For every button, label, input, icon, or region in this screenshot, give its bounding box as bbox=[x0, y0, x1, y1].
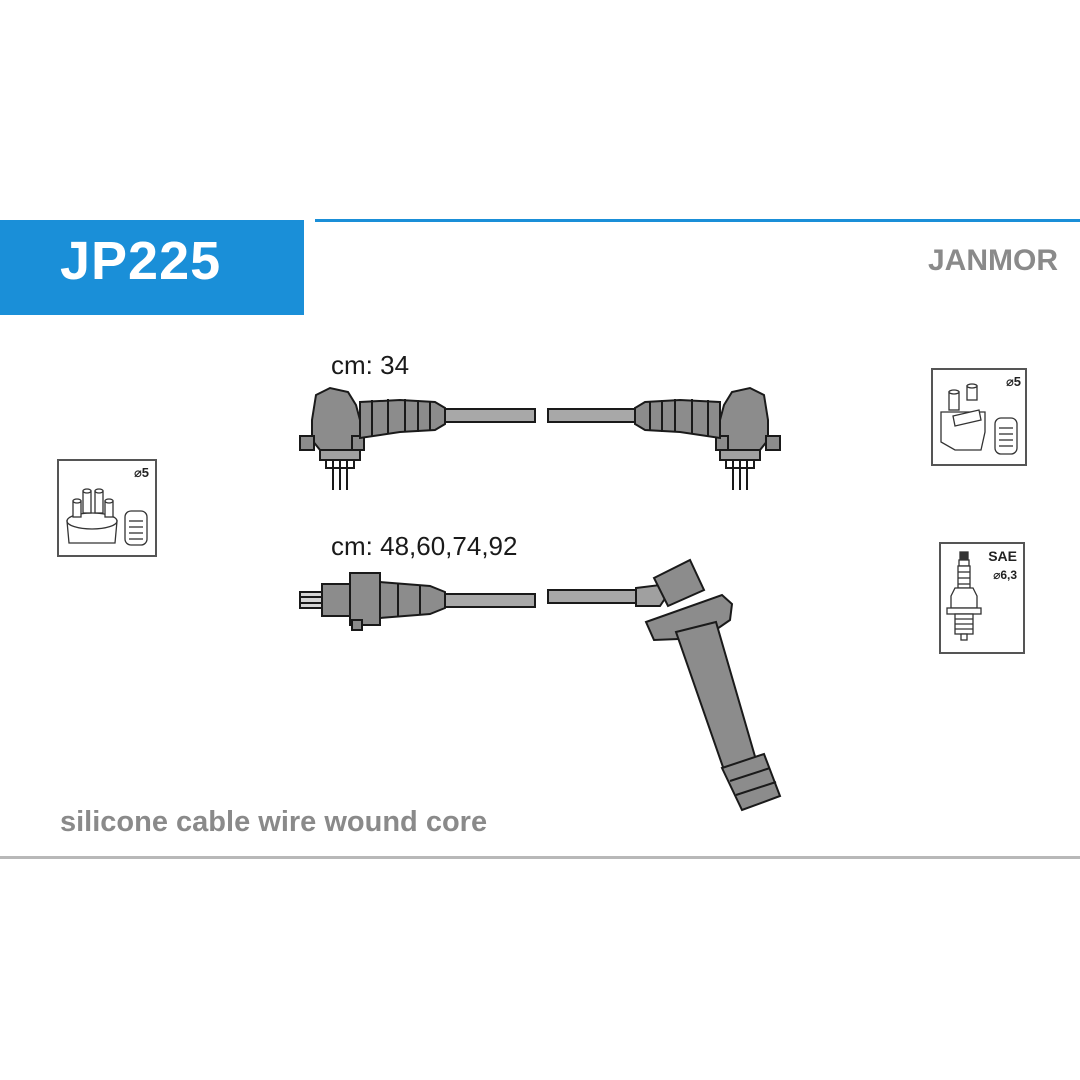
cable-description: silicone cable wire wound core bbox=[60, 806, 488, 838]
brand-name: JANMOR bbox=[927, 244, 1058, 277]
sae-label: SAE bbox=[988, 548, 1017, 564]
spark-plug-boot bbox=[635, 558, 782, 812]
long-ignition-cable bbox=[299, 558, 782, 812]
product-code-banner bbox=[0, 220, 304, 315]
footer-rule bbox=[0, 856, 1080, 859]
diameter-label: ⌀5 bbox=[133, 465, 149, 480]
distributor-cap-icon-box-right: ⌀5 bbox=[931, 368, 1027, 466]
short-cable-length-label: cm: 34 bbox=[331, 350, 410, 380]
distributor-cap-icon bbox=[66, 488, 148, 546]
product-code: JP225 bbox=[60, 231, 222, 291]
coil-pin-connector bbox=[299, 572, 446, 631]
diameter-label: ⌀5 bbox=[1005, 374, 1021, 389]
spark-plug-icon bbox=[946, 551, 982, 641]
diameter-label: ⌀6,3 bbox=[993, 568, 1017, 582]
distributor-cap-icon-box-left: ⌀5 bbox=[57, 459, 157, 557]
left-distributor-connector bbox=[299, 386, 446, 490]
long-cable-length-label: cm: 48,60,74,92 bbox=[331, 531, 518, 561]
header-rule bbox=[315, 219, 1080, 222]
distributor-cap-icon bbox=[940, 383, 1018, 455]
right-distributor-connector bbox=[634, 386, 781, 490]
spark-plug-icon-box: SAE ⌀6,3 bbox=[939, 542, 1025, 654]
short-ignition-cable bbox=[299, 386, 781, 490]
